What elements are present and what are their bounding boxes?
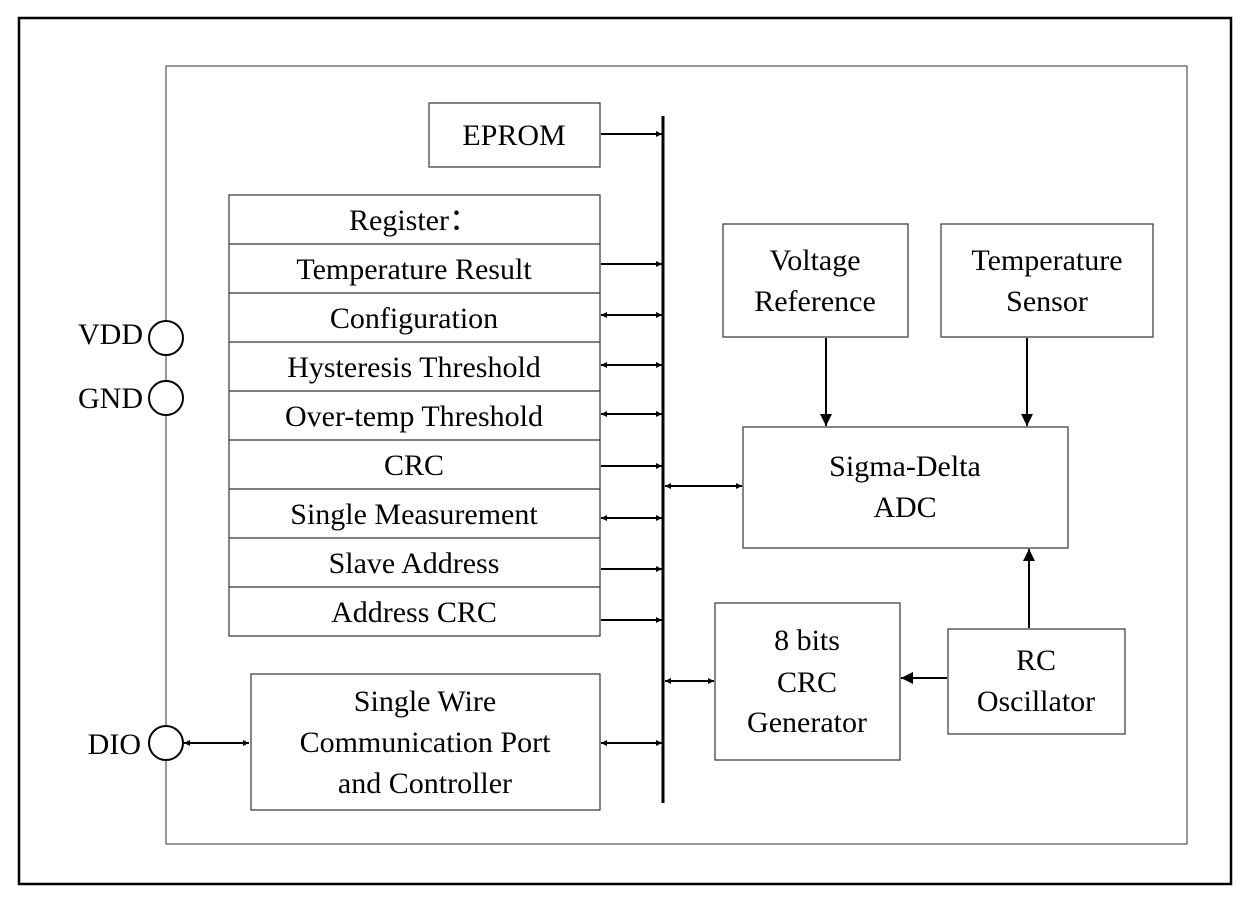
voltage-reference-block: Voltage Reference — [722, 223, 909, 338]
register-temperature-result: Temperature Result — [296, 253, 532, 286]
crc-generator-line-2: CRC — [777, 666, 837, 699]
pin-dio-label: DIO — [88, 728, 141, 761]
register-address-crc: Address CRC — [331, 596, 497, 629]
register-crc: CRC — [384, 449, 444, 482]
single-wire-line-1: Single Wire — [354, 685, 496, 718]
rc-oscillator-line-1: RC — [1016, 644, 1056, 677]
temperature-sensor-line-2: Sensor — [1006, 285, 1088, 318]
eprom-label: EPROM — [462, 119, 565, 152]
crc-generator-line-1: 8 bits — [774, 624, 840, 657]
pin-gnd: GND — [78, 380, 184, 416]
crc-generator-line-3: Generator — [747, 706, 867, 739]
temperature-sensor-line-1: Temperature — [971, 244, 1122, 277]
pin-dio: DIO — [88, 725, 184, 761]
register-block: Register： Temperature Result Configurati… — [228, 194, 601, 637]
crc-generator-block: 8 bits CRC Generator — [714, 602, 901, 761]
voltage-reference-line-2: Reference — [754, 285, 876, 318]
outer-frame — [17, 16, 1233, 886]
temperature-sensor-block: Temperature Sensor — [940, 223, 1154, 338]
pin-gnd-label: GND — [78, 382, 143, 415]
register-single-measurement: Single Measurement — [290, 498, 538, 531]
sigma-delta-adc-block: Sigma-Delta ADC — [742, 426, 1069, 549]
chip-body — [165, 65, 1188, 845]
voltage-reference-line-1: Voltage — [769, 244, 860, 277]
register-slave-address: Slave Address — [329, 547, 500, 580]
pin-vdd: VDD — [78, 318, 184, 356]
register-header: Register： — [349, 204, 479, 237]
rc-oscillator-line-2: Oscillator — [977, 685, 1095, 718]
single-wire-controller-block: Single Wire Communication Port and Contr… — [250, 673, 601, 811]
single-wire-line-2: Communication Port — [300, 726, 551, 759]
eprom-block: EPROM — [428, 102, 601, 168]
sigma-delta-adc-line-2: ADC — [873, 491, 936, 524]
pin-vdd-label: VDD — [78, 318, 143, 351]
register-configuration: Configuration — [330, 302, 498, 335]
sigma-delta-adc-line-1: Sigma-Delta — [829, 450, 981, 483]
register-over-temp-threshold: Over-temp Threshold — [285, 400, 543, 433]
rc-oscillator-block: RC Oscillator — [947, 628, 1126, 735]
single-wire-line-3: and Controller — [338, 767, 512, 800]
register-hysteresis-threshold: Hysteresis Threshold — [287, 351, 541, 384]
